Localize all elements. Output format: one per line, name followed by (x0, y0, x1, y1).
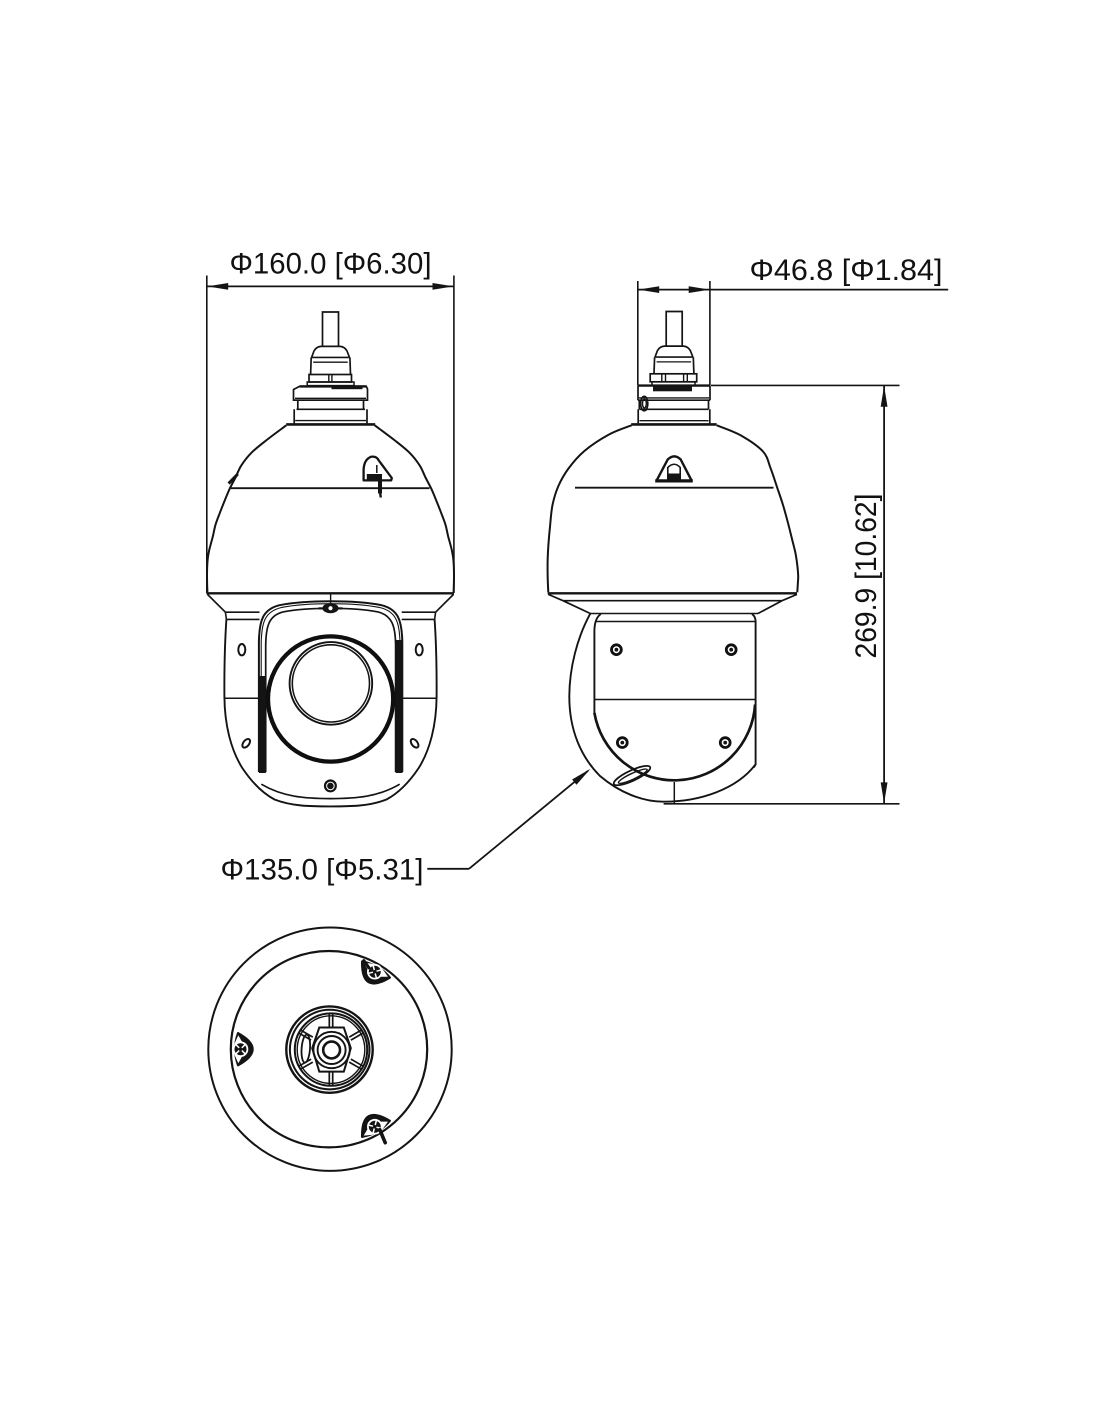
svg-text:Φ160.0 [Φ6.30]: Φ160.0 [Φ6.30] (230, 247, 432, 280)
svg-text:Φ46.8 [Φ1.84]: Φ46.8 [Φ1.84] (750, 254, 943, 287)
svg-text:269.9 [10.62]: 269.9 [10.62] (850, 494, 883, 659)
svg-text:Φ135.0 [Φ5.31]: Φ135.0 [Φ5.31] (221, 853, 424, 886)
